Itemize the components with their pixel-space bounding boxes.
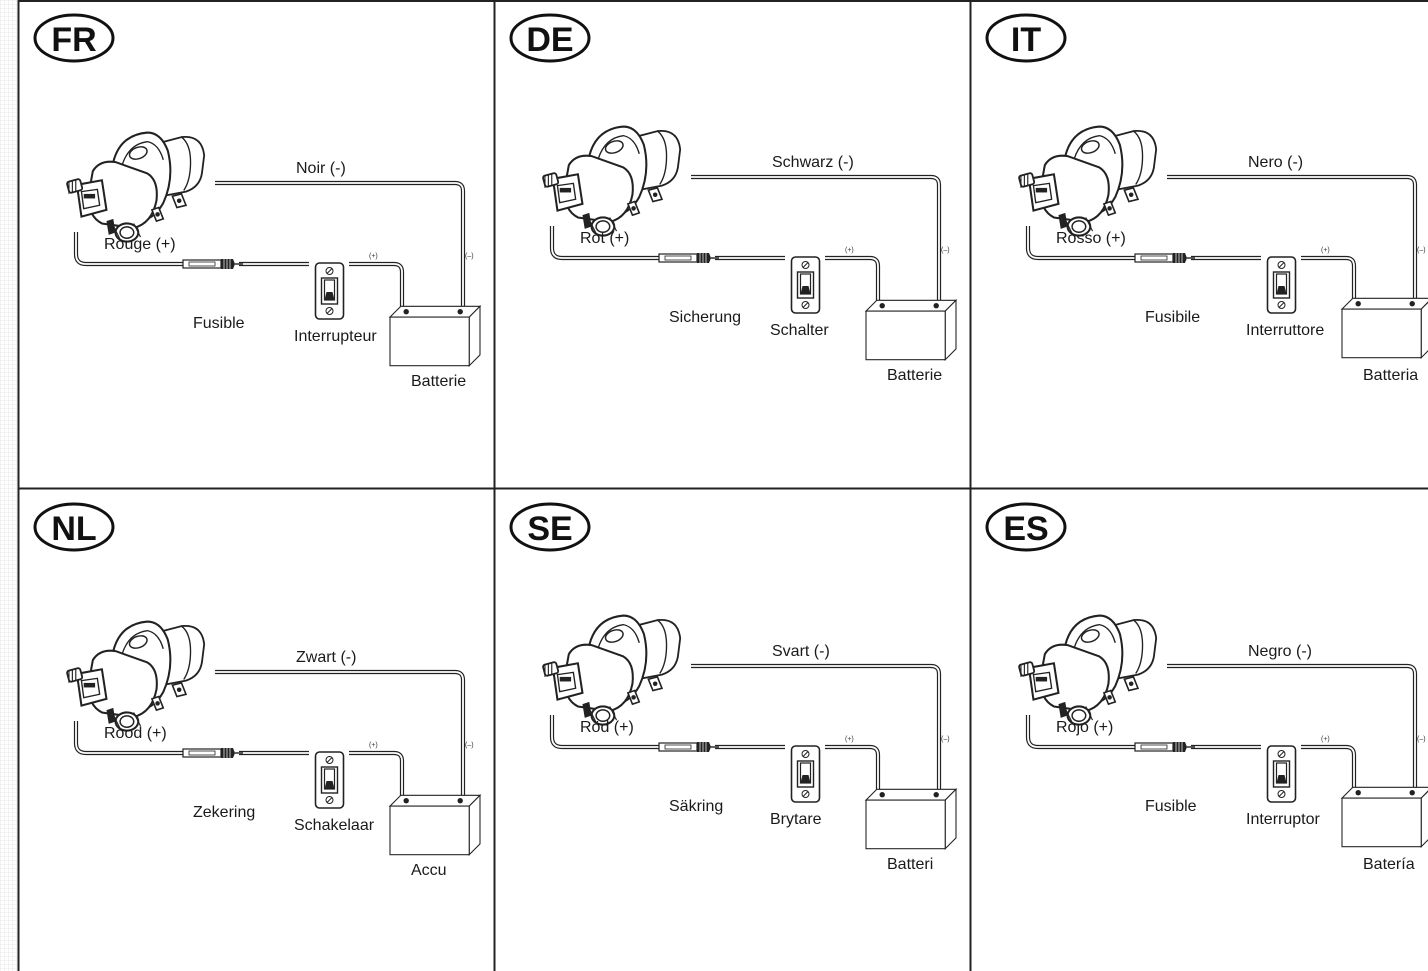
label-black-wire: Negro (-) — [1248, 643, 1312, 660]
polarity-minus: (–) — [941, 736, 950, 743]
label-fuse: Zekering — [193, 804, 255, 821]
polarity-plus: (+) — [369, 742, 378, 749]
battery-icon — [1341, 297, 1428, 359]
polarity-minus: (–) — [941, 247, 950, 254]
polarity-minus: (–) — [465, 253, 474, 260]
polarity-plus: (+) — [369, 253, 378, 260]
language-badge: FR — [33, 13, 115, 63]
language-badge: SE — [509, 502, 591, 552]
water-pump-icon — [65, 131, 206, 244]
fuse-icon — [658, 741, 720, 753]
language-code: FR — [51, 21, 96, 59]
fuse-icon — [182, 747, 244, 759]
water-pump-icon — [541, 614, 682, 727]
label-fuse: Fusible — [193, 315, 245, 332]
switch-icon — [314, 262, 345, 320]
wire-switch-battery — [1301, 744, 1357, 793]
label-battery: Batterie — [411, 373, 466, 390]
label-fuse: Säkring — [669, 798, 723, 815]
label-black-wire: Svart (-) — [772, 643, 830, 660]
battery-icon — [389, 794, 481, 856]
switch-icon — [790, 745, 821, 803]
switch-icon — [1266, 745, 1297, 803]
wire-switch-battery — [825, 744, 881, 793]
label-red-wire: Rojo (+) — [1056, 719, 1113, 736]
label-red-wire: Rood (+) — [104, 725, 167, 742]
label-red-wire: Rouge (+) — [104, 236, 176, 253]
label-battery: Batterie — [887, 367, 942, 384]
water-pump-icon — [541, 125, 682, 238]
switch-icon — [790, 256, 821, 314]
label-switch: Interruptor — [1246, 811, 1320, 828]
water-pump-icon — [1017, 614, 1158, 727]
label-switch: Interruttore — [1246, 322, 1324, 339]
language-code: NL — [51, 510, 96, 548]
polarity-minus: (–) — [1417, 736, 1426, 743]
language-code: ES — [1003, 510, 1048, 548]
label-red-wire: Röd (+) — [580, 719, 634, 736]
label-black-wire: Zwart (-) — [296, 649, 356, 666]
wire-switch-battery — [825, 255, 881, 304]
language-badge: NL — [33, 502, 115, 552]
label-black-wire: Schwarz (-) — [772, 154, 854, 171]
switch-icon — [314, 751, 345, 809]
battery-icon — [865, 788, 957, 850]
wire-switch-battery — [349, 261, 405, 310]
polarity-minus: (–) — [1417, 247, 1426, 254]
polarity-plus: (+) — [1321, 736, 1330, 743]
water-pump-icon — [1017, 125, 1158, 238]
label-fuse: Sicherung — [669, 309, 741, 326]
polarity-plus: (+) — [1321, 247, 1330, 254]
battery-icon — [1341, 786, 1428, 848]
language-badge: DE — [509, 13, 591, 63]
label-battery: Batteri — [887, 856, 933, 873]
panel-de: DE Schwarz (-) Rot (+) SicherungSchalterBat… — [509, 13, 957, 384]
panel-es: ES Negro (-) Rojo (+) FusibleInterruptorBat… — [985, 502, 1428, 873]
panel-nl: NL Zwart (-) Rood (+) ZekeringSchakelaarAcc… — [33, 502, 481, 879]
label-switch: Brytare — [770, 811, 822, 828]
language-code: DE — [526, 21, 573, 59]
label-black-wire: Nero (-) — [1248, 154, 1303, 171]
label-switch: Schalter — [770, 322, 829, 339]
label-fuse: Fusible — [1145, 798, 1197, 815]
panel-it: IT Nero (-) Rosso (+) FusibileInterruttoreB… — [985, 13, 1428, 384]
language-code: SE — [527, 510, 572, 548]
language-badge: ES — [985, 502, 1067, 552]
wire-switch-battery — [1301, 255, 1357, 304]
label-black-wire: Noir (-) — [296, 160, 346, 177]
panel-fr: FR Noir (-) Rouge (+) FusibleInterrupteurBa… — [33, 13, 481, 390]
label-switch: Interrupteur — [294, 328, 377, 345]
fuse-icon — [1134, 252, 1196, 264]
language-badge: IT — [985, 13, 1067, 63]
label-fuse: Fusibile — [1145, 309, 1200, 326]
battery-icon — [865, 299, 957, 361]
polarity-minus: (–) — [465, 742, 474, 749]
battery-icon — [389, 305, 481, 367]
label-switch: Schakelaar — [294, 817, 375, 834]
label-red-wire: Rot (+) — [580, 230, 629, 247]
fuse-icon — [658, 252, 720, 264]
polarity-plus: (+) — [845, 247, 854, 254]
label-battery: Batteria — [1363, 367, 1418, 384]
polarity-plus: (+) — [845, 736, 854, 743]
label-red-wire: Rosso (+) — [1056, 230, 1126, 247]
label-battery: Accu — [411, 862, 447, 879]
switch-icon — [1266, 256, 1297, 314]
label-battery: Batería — [1363, 856, 1415, 873]
language-code: IT — [1011, 21, 1041, 59]
fuse-icon — [1134, 741, 1196, 753]
wire-switch-battery — [349, 750, 405, 799]
water-pump-icon — [65, 620, 206, 733]
fuse-icon — [182, 258, 244, 270]
margin-grid — [0, 0, 18, 971]
